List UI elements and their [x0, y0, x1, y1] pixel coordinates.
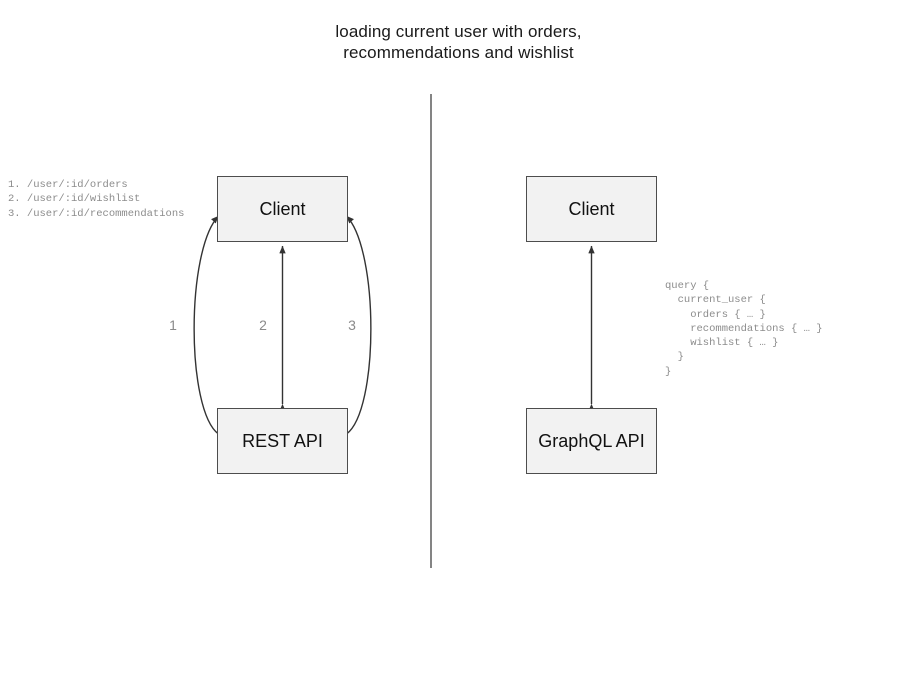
arrow-label-2: 2	[259, 317, 267, 333]
node-graphql-api[interactable]: GraphQL API	[526, 408, 657, 474]
arrow-label-3: 3	[348, 317, 356, 333]
rest-endpoints-list: 1. /user/:id/orders 2. /user/:id/wishlis…	[8, 179, 185, 220]
graphql-query-snippet: query { current_user { orders { … } reco…	[665, 280, 823, 378]
arrow-rest-3	[338, 215, 372, 441]
arrow-label-1: 1	[169, 317, 177, 333]
arrow-rest-1	[193, 215, 227, 441]
node-client-rest[interactable]: Client	[217, 176, 348, 242]
node-client-graphql[interactable]: Client	[526, 176, 657, 242]
page-title: loading current user with orders, recomm…	[335, 22, 582, 62]
node-rest-api[interactable]: REST API	[217, 408, 348, 474]
